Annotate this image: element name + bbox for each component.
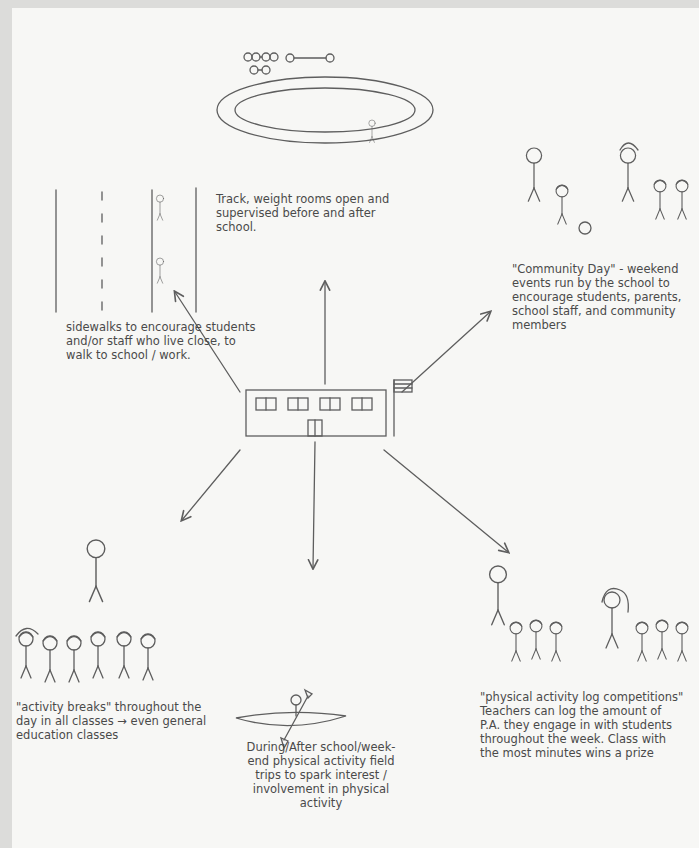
sidewalk-illustration	[56, 188, 196, 312]
note-text: "Community Day" - weekend events run by …	[512, 262, 692, 332]
class-illustration	[16, 540, 155, 682]
classes-illustration	[490, 566, 688, 661]
school-building	[246, 380, 412, 436]
track-illustration	[217, 53, 433, 143]
kayak-illustration	[236, 690, 346, 748]
note-text: sidewalks to encourage students and/or s…	[66, 320, 256, 362]
dumbbell-symbol	[244, 53, 334, 74]
note-text: During/After school/week-end physical ac…	[246, 740, 396, 810]
community-illustration	[526, 143, 688, 234]
note-text: Track, weight rooms open and supervised …	[216, 192, 416, 234]
note-text: "physical activity log competitions" Tea…	[480, 690, 685, 760]
note-text: "activity breaks" throughout the day in …	[16, 700, 221, 742]
